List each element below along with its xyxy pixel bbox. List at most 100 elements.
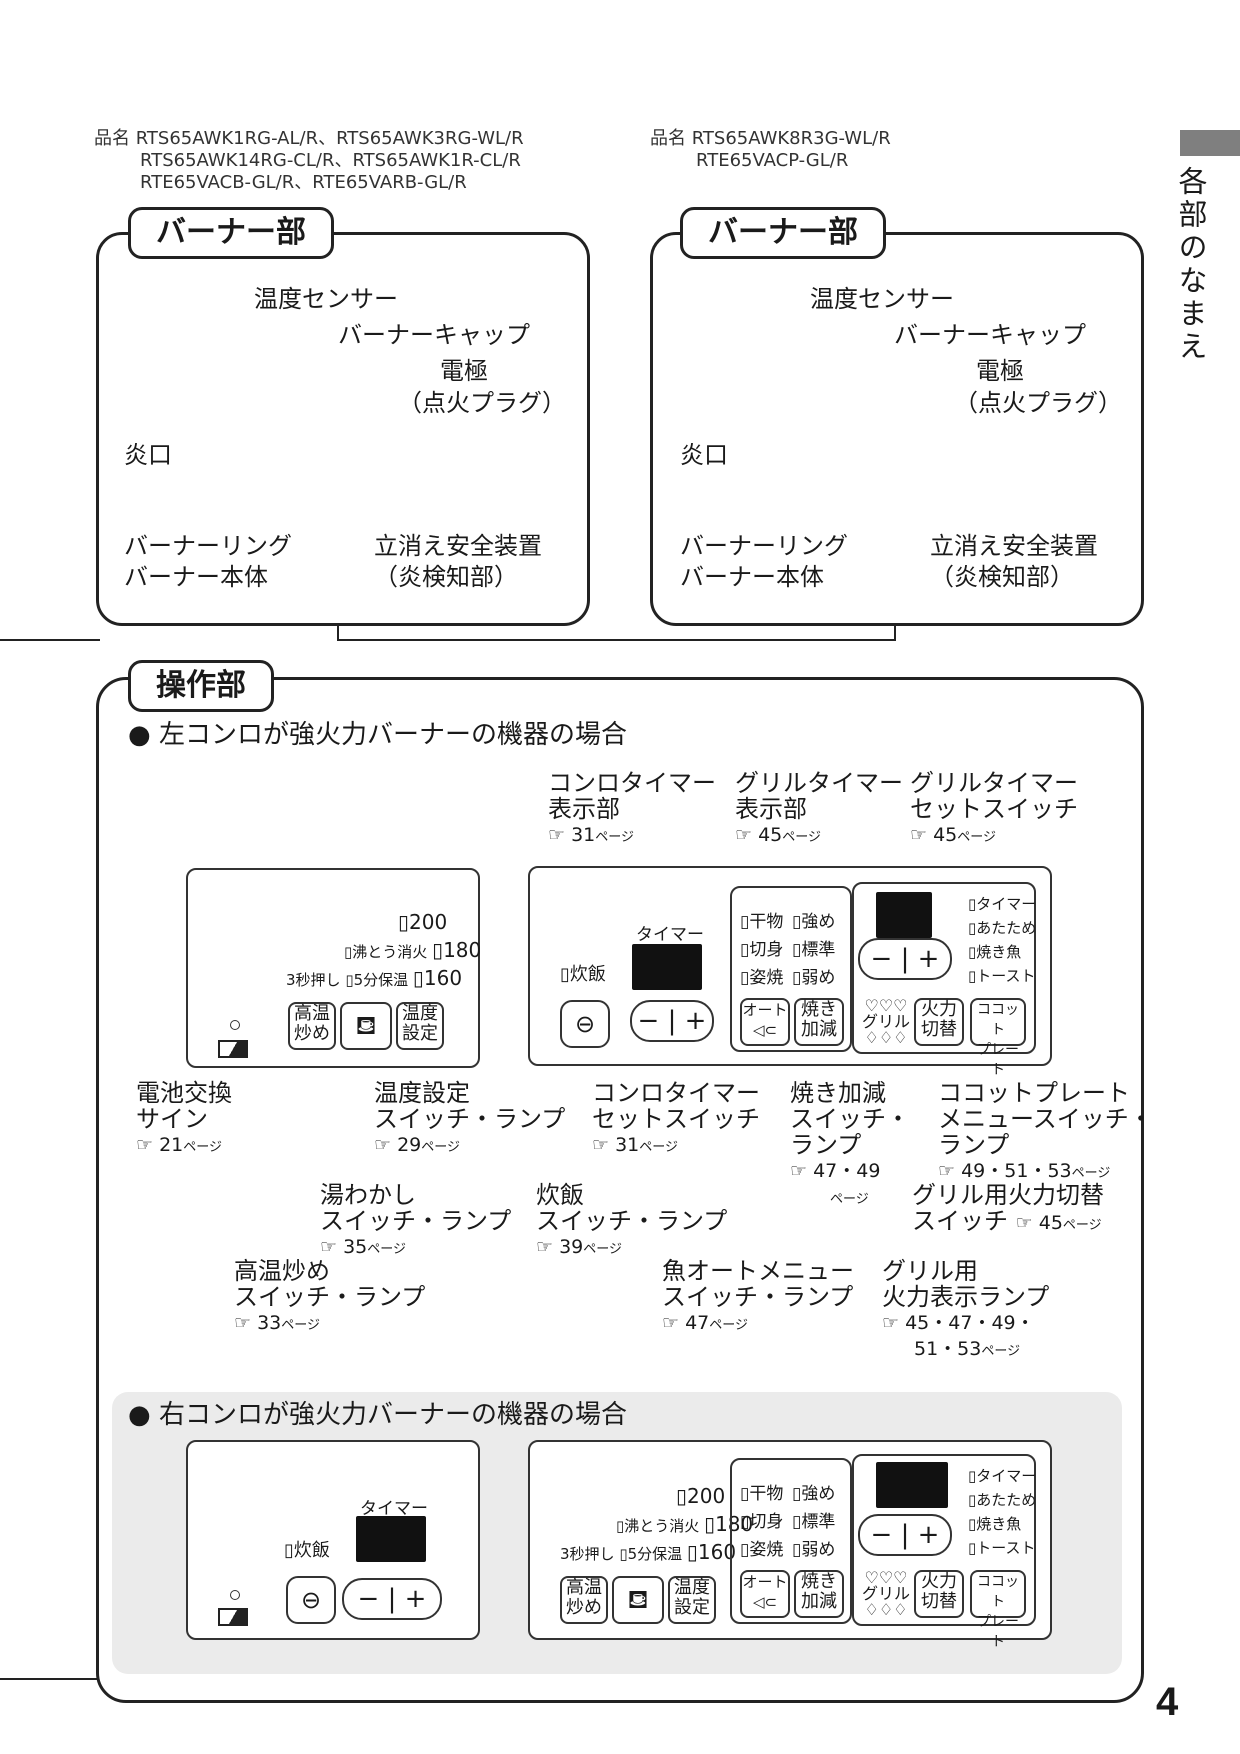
callout-temp-set: 温度設定スイッチ・ランプ ☞ 29ページ [374, 1079, 566, 1156]
label-safety-sub: （炎検知部） [374, 563, 518, 591]
flame-icons: ♢♢♢ [864, 1600, 908, 1619]
temp-set-button[interactable]: 温度設定 [668, 1576, 716, 1624]
kettle-icon: ⛾ [355, 1011, 377, 1041]
minus-icon: − [870, 944, 893, 974]
label-burner-cap: バーナーキャップ [894, 321, 1086, 349]
flame-icons: ♡♡♡ [864, 996, 908, 1015]
label-electrode: 電極 [976, 357, 1024, 385]
minus-icon: − [870, 1520, 893, 1550]
case-left-heading: ● 左コンロが強火力バーナーの機器の場合 [128, 720, 627, 750]
fire-switch-button[interactable]: 火力切替 [914, 1570, 964, 1618]
rice-button[interactable]: ⊖ [286, 1576, 336, 1624]
fish-menu-group [730, 1458, 852, 1624]
label-burner-cap: バーナーキャップ [338, 321, 530, 349]
cocotte-plate-button[interactable]: ココットプレート [970, 1570, 1026, 1650]
callout-rice: 炊飯スイッチ・ランプ ☞ 39ページ [536, 1181, 728, 1258]
section-tab-marker [1180, 130, 1240, 156]
kettle-button[interactable]: ⛾ [612, 1576, 664, 1624]
fire-switch-button[interactable]: 火力切替 [914, 998, 964, 1046]
label-burner-body: バーナー本体 [124, 563, 268, 591]
callout-konro-timer-set: コンロタイマーセットスイッチ ☞ 31ページ [592, 1079, 760, 1156]
hightemp-fry-button[interactable]: 高温炒め [560, 1576, 608, 1624]
grill-timer-display [876, 892, 932, 938]
fish-auto-button[interactable]: オート◁⊂ [740, 1570, 790, 1618]
fish-col1: ▯干物▯切身▯姿焼 [740, 1484, 784, 1560]
ref-icon: ☞ [536, 1236, 554, 1258]
battery-icon [218, 1040, 248, 1058]
ref-icon: ☞ [882, 1312, 900, 1334]
grill-flame-lamps: ♡♡♡グリル♢♢♢ [862, 996, 911, 1047]
models-right: 品名 RTS65AWK8R3G-WL/R RTE65VACP-GL/R [650, 128, 891, 171]
label-spark-plug: （点火プラグ） [954, 389, 1122, 417]
callout-hightemp-fry: 高温炒めスイッチ・ランプ ☞ 33ページ [234, 1257, 426, 1334]
ref-icon: ☞ [910, 824, 928, 846]
grill-menu-list: ▯タイマー▯あたため▯焼き魚▯トースト [968, 1467, 1037, 1557]
konro-timer-set-button[interactable]: − | + [630, 1000, 714, 1042]
callout-grill-flame-lamp: グリル用火力表示ランプ ☞ 45・47・49・ 51・53ページ [882, 1257, 1050, 1360]
models-left: 品名 RTS65AWK1RG-AL/R、RTS65AWK3RG-WL/R RTS… [94, 128, 524, 193]
page-number: 4 [1156, 1680, 1179, 1724]
burner-title-right: バーナー部 [680, 207, 886, 259]
kettle-button[interactable]: ⛾ [340, 1002, 392, 1050]
label-safety-device: 立消え安全装置 [374, 532, 542, 560]
minus-icon: − [637, 1006, 660, 1036]
callout-grill-timer-set: グリルタイマー セットスイッチ ☞ 45ページ [910, 769, 1078, 846]
temp-160-row: 3秒押し ▯5分保温 ▯160 [286, 966, 463, 990]
ref-icon: ☞ [790, 1160, 808, 1182]
ref-icon: ☞ [548, 824, 566, 846]
temp-160-row: 3秒押し ▯5分保温 ▯160 [560, 1540, 737, 1564]
callout-yaki-kagen: 焼き加減スイッチ・ランプ ☞ 47・49 ページ [790, 1079, 910, 1207]
case-right-heading: ● 右コンロが強火力バーナーの機器の場合 [128, 1400, 627, 1430]
ref-icon: ☞ [938, 1160, 956, 1182]
fish-auto-button[interactable]: オート◁⊂ [740, 998, 790, 1046]
cocotte-plate-button[interactable]: ココットプレート [970, 998, 1026, 1078]
bullet-icon: ● [128, 720, 151, 750]
fish-menu-group [730, 886, 852, 1052]
rice-label: ▯炊飯 [560, 964, 606, 985]
battery-lamp [230, 1590, 240, 1600]
ref-icon: ☞ [136, 1134, 154, 1156]
right-case-right-panel [528, 1440, 1052, 1640]
callout-grill-timer-display: グリルタイマー 表示部 ☞ 45ページ [735, 769, 903, 846]
flame-icons: ♡♡♡ [864, 1568, 908, 1587]
label-temp-sensor: 温度センサー [810, 285, 954, 313]
temp-180-row: ▯沸とう消火 ▯180 [616, 1512, 754, 1536]
ref-icon: ☞ [735, 824, 753, 846]
right-panel [528, 866, 1052, 1066]
control-title: 操作部 [128, 660, 274, 712]
temp-180-row: ▯沸とう消火 ▯180 [344, 938, 482, 962]
label-flame-port: 炎口 [124, 441, 172, 469]
hightemp-fry-button[interactable]: 高温炒め [288, 1002, 336, 1050]
temp-200: ▯200 [676, 1484, 726, 1508]
yaki-kagen-button[interactable]: 焼き加減 [794, 998, 844, 1046]
grill-flame-lamps: ♡♡♡グリル♢♢♢ [862, 1568, 911, 1619]
timer-label: タイマー [636, 925, 704, 945]
minus-icon: − [357, 1584, 380, 1614]
fish-col1: ▯干物▯切身▯姿焼 [740, 912, 784, 988]
section-tab-label: 各部のなまえ [1174, 166, 1208, 364]
label-temp-sensor: 温度センサー [254, 285, 398, 313]
grill-timer-set-button[interactable]: − | + [858, 938, 952, 980]
callout-kettle: 湯わかしスイッチ・ランプ ☞ 35ページ [320, 1181, 512, 1258]
rice-bowl-icon: ⊖ [574, 1010, 596, 1038]
konro-timer-set-button[interactable]: − | + [342, 1578, 442, 1620]
grill-timer-set-button[interactable]: − | + [858, 1514, 952, 1556]
callout-fire-switch: グリル用火力切替 スイッチ ☞ 45ページ [912, 1181, 1104, 1235]
ref-icon: ☞ [662, 1312, 680, 1334]
grill-menu-list: ▯タイマー▯あたため▯焼き魚▯トースト [968, 895, 1037, 985]
plus-icon: + [404, 1584, 427, 1614]
fish-col2: ▯強め▯標準▯弱め [792, 912, 836, 988]
callout-fish-auto: 魚オートメニュースイッチ・ランプ ☞ 47ページ [662, 1257, 854, 1334]
fish-icon: ◁⊂ [752, 1593, 778, 1611]
kettle-icon: ⛾ [627, 1585, 649, 1615]
grill-group [852, 1454, 1036, 1626]
burner-box-left [96, 232, 590, 626]
fish-icon: ◁⊂ [752, 1021, 778, 1039]
temp-set-button[interactable]: 温度設定 [396, 1002, 444, 1050]
label-spark-plug: （点火プラグ） [398, 389, 566, 417]
label-electrode: 電極 [440, 357, 488, 385]
plus-icon: + [917, 1520, 940, 1550]
yaki-kagen-button[interactable]: 焼き加減 [794, 1570, 844, 1618]
label-safety-device: 立消え安全装置 [930, 532, 1098, 560]
rice-button[interactable]: ⊖ [560, 1000, 610, 1048]
